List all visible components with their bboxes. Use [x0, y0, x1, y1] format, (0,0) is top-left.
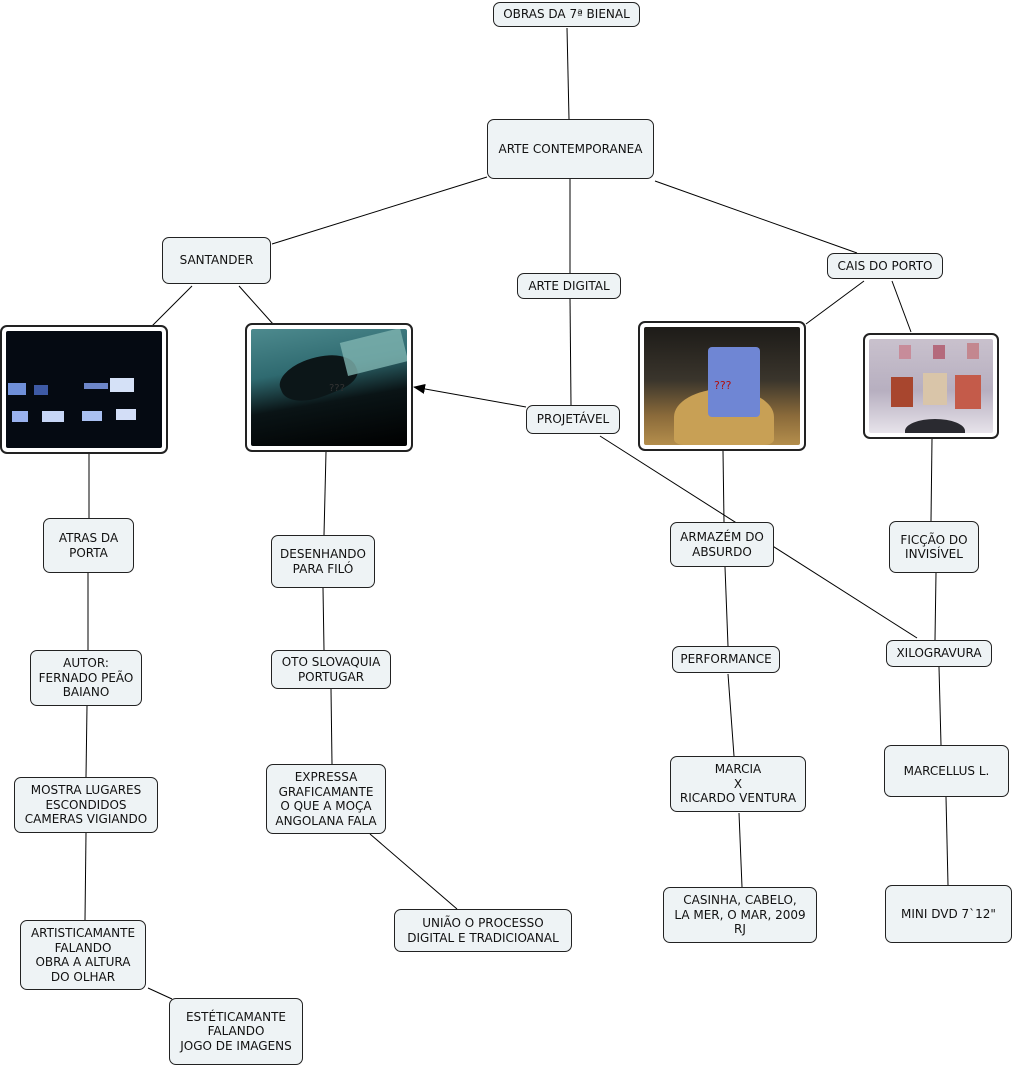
photo-projection-drawing: ??? — [251, 329, 407, 446]
photo-ficcao-do-invisivel[interactable] — [863, 333, 999, 439]
node-performance[interactable]: PERFORMANCE — [672, 646, 780, 673]
link-arte-santander — [271, 176, 488, 245]
photo-overlay-text: ??? — [329, 383, 345, 394]
link-performance-marcia — [727, 673, 735, 757]
node-obras-da-7a-bienal[interactable]: OBRAS DA 7ª BIENAL — [493, 2, 640, 27]
saint-picture — [891, 377, 913, 407]
link-marcellus-minidvd — [945, 796, 949, 886]
link-mostra-artisticamente — [84, 832, 87, 921]
screen-glow — [110, 378, 134, 392]
photo-dark-monitors — [6, 331, 162, 448]
link-projetavel-photo2 — [413, 384, 527, 408]
drawing-paper-sheet — [339, 329, 407, 376]
saint-picture — [933, 345, 945, 359]
node-esteticamente[interactable]: ESTÉTICAMANTE FALANDO JOGO DE IMAGENS — [169, 998, 303, 1065]
photo-desenhando-para-filo[interactable]: ??? — [245, 323, 413, 452]
node-arte-contemporanea[interactable]: ARTE CONTEMPORANEA — [487, 119, 654, 179]
node-santander[interactable]: SANTANDER — [162, 237, 271, 284]
link-xilogravura-marcellus — [938, 666, 942, 746]
node-oto-slovaquia[interactable]: OTO SLOVAQUIA PORTUGAR — [271, 650, 391, 689]
node-xilogravura[interactable]: XILOGRAVURA — [886, 640, 992, 667]
link-artisticamente-esteticamente — [147, 987, 173, 1000]
node-uniao-processo[interactable]: UNIÃO O PROCESSO DIGITAL E TRADICIOANAL — [394, 909, 572, 952]
link-desenhando-oto — [322, 587, 325, 651]
node-armazem-do-absurdo[interactable]: ARMAZÉM DO ABSURDO — [670, 522, 774, 567]
screen-glow — [34, 385, 48, 395]
photo-saint-images-wall — [869, 339, 993, 433]
saint-picture — [899, 345, 911, 359]
link-artedigital-projetavel — [569, 297, 572, 406]
screen-glow — [42, 411, 64, 422]
link-cais-photo4 — [891, 280, 912, 333]
screen-glow — [12, 411, 28, 422]
photo-installation-house: ??? — [644, 327, 800, 445]
screen-glow — [82, 411, 102, 421]
link-oto-expressa — [330, 688, 333, 765]
screen-glow — [8, 383, 26, 395]
link-expressa-uniao — [369, 833, 458, 910]
node-atras-da-porta[interactable]: ATRAS DA PORTA — [43, 518, 134, 573]
screen-glow — [116, 409, 136, 420]
screen-glow — [84, 383, 108, 389]
node-desenhando-para-filo[interactable]: DESENHANDO PARA FILÓ — [271, 535, 375, 588]
node-autor[interactable]: AUTOR: FERNADO PEÃO BAIANO — [30, 650, 142, 706]
node-arte-digital[interactable]: ARTE DIGITAL — [517, 273, 621, 299]
link-autor-mostra — [85, 705, 88, 778]
node-ficcao-do-invisivel[interactable]: FICÇÃO DO INVISÍVEL — [889, 521, 979, 573]
photo-overlay-text: ??? — [714, 379, 732, 392]
node-marcellus[interactable]: MARCELLUS L. — [884, 745, 1009, 797]
link-obras-arte — [566, 27, 570, 120]
node-mostra-lugares[interactable]: MOSTRA LUGARES ESCONDIDOS CAMERAS VIGIAN… — [14, 777, 158, 833]
fan-object — [905, 419, 965, 433]
link-photo3-armazem — [722, 450, 725, 523]
saint-picture — [967, 343, 979, 359]
node-casinha[interactable]: CASINHA, CABELO, LA MER, O MAR, 2009 RJ — [663, 887, 817, 943]
node-expressa-graficamente[interactable]: EXPRESSA GRAFICAMANTE O QUE A MOÇA ANGOL… — [266, 764, 386, 834]
link-armazem-performance — [724, 566, 729, 647]
link-photo2-desenhando — [323, 451, 327, 536]
photo-atras-da-porta[interactable] — [0, 325, 168, 454]
link-marcia-casinha — [738, 812, 743, 888]
link-ficcao-xilogravura — [934, 572, 937, 641]
blue-house — [708, 347, 760, 417]
link-cais-photo3 — [805, 280, 865, 325]
node-cais-do-porto[interactable]: CAIS DO PORTO — [827, 253, 943, 279]
link-photo4-ficcao — [930, 438, 933, 522]
node-projetavel[interactable]: PROJETÁVEL — [526, 405, 620, 434]
node-marcia-ricardo[interactable]: MARCIA X RICARDO VENTURA — [670, 756, 806, 812]
link-santander-photo1 — [151, 285, 193, 327]
link-arte-cais — [654, 180, 858, 254]
node-mini-dvd[interactable]: MINI DVD 7`12" — [885, 885, 1012, 943]
saint-picture — [955, 375, 981, 409]
link-santander-photo2 — [238, 285, 274, 325]
photo-armazem-do-absurdo[interactable]: ??? — [638, 321, 806, 451]
node-artisticamente[interactable]: ARTISTICAMANTE FALANDO OBRA A ALTURA DO … — [20, 920, 146, 990]
saint-picture — [923, 373, 947, 405]
